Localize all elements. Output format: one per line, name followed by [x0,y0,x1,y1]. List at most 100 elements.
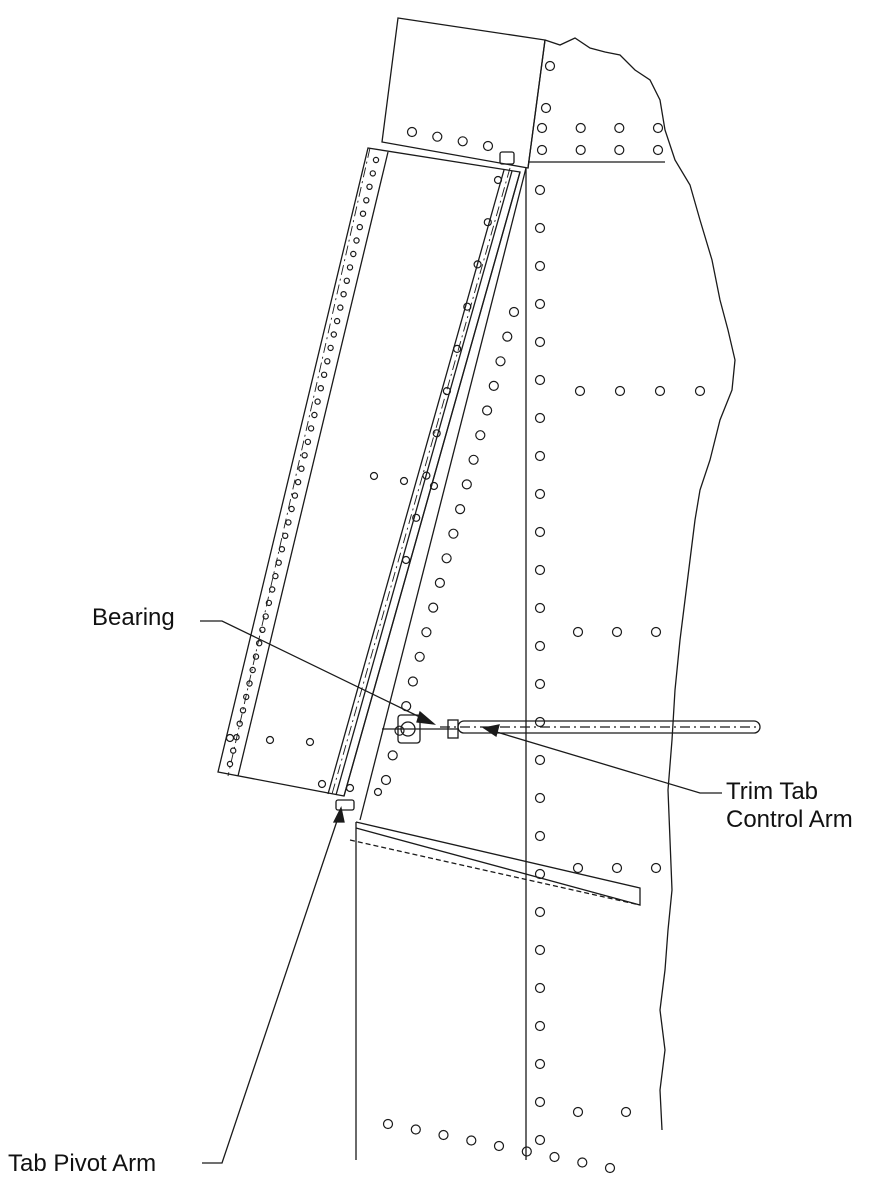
rivet-hole [272,572,279,580]
rivet-hole [320,371,328,378]
rivet-hole [575,144,586,156]
tab-pivot-arm-label: Tab Pivot Arm [8,1150,157,1177]
rivet-hole [432,131,443,142]
rivet-hole [466,1135,477,1146]
leader-trim-arm [489,729,722,794]
rivet-hole [356,223,363,231]
rivet-hole [366,183,373,190]
arrowhead-bearing [416,710,437,725]
trim-tab-control-arm-label: Trim Tab Control Arm [726,778,853,834]
rivet-hole [438,1129,449,1141]
rivet-hole [488,380,499,391]
rivet-hole [534,336,546,348]
rivet-hole [534,830,546,842]
trim-tab-label-line2: Control Arm [726,806,853,833]
rivet-hole [572,862,584,874]
rivet-hole [457,136,468,147]
rivet-hole [604,1162,616,1174]
rivet-hole [429,481,439,491]
rivet-hole [317,779,327,789]
rivet-hole [265,599,273,607]
rivet-hole [239,707,247,714]
rivet-hole [369,471,379,481]
rivet-hole [382,1118,394,1130]
rivet-hole [304,438,312,446]
rivet-hole [225,733,235,743]
rivet-hole [242,693,250,701]
rivet-hole [534,184,546,196]
rivet-hole [226,760,234,768]
rivet-hole [414,651,425,662]
rivet-hole [288,505,295,513]
rivet-hole [614,385,626,397]
rivet-hole [350,250,357,258]
rivet-hole [455,504,466,515]
elevator-structure [217,17,761,1160]
rivet-hole [534,868,546,880]
rivet-hole [483,218,492,227]
rivet-hole [441,553,452,564]
rivet-hole [246,680,253,687]
rivet-hole [406,126,418,138]
rivet-hole [577,1157,588,1168]
rivet-hole [508,306,520,318]
rivet-hole [394,725,405,736]
rivet-hole [269,586,276,593]
rivet-hole [442,387,451,396]
rivet-hole [536,144,548,156]
rivet-hole [249,666,256,674]
rivet-hole [575,122,586,134]
rivet-hole [534,488,546,500]
rivet-hole [482,140,494,152]
rivet-hole [482,405,493,416]
leader-pivot [202,811,341,1164]
rivet-hole [346,264,354,271]
rivet-hole [534,412,546,424]
rivet-hole [407,676,418,687]
rivet-hole [461,479,472,490]
rivet-hole [534,602,546,614]
rivet-hole [493,1140,505,1152]
bottom-trailing-edge [355,821,641,906]
rivet-hole [236,720,243,727]
rivet-hole [432,429,441,438]
rivet-hole [353,237,360,244]
rivet-hole [256,640,263,647]
rivet-hole [421,627,432,638]
bearing-label: Bearing [92,604,175,631]
rivet-hole [654,385,666,397]
hinge-line [343,171,521,797]
rivet-hole [410,1124,421,1135]
rivet-hole [373,787,383,797]
rivet-hole [307,425,315,432]
rivet-hole [340,291,347,298]
rivet-hole [380,774,392,786]
rivet-hole [448,528,459,539]
rivet-hole [262,613,269,620]
rivet-hole [534,260,546,272]
rivet-hole [317,385,324,392]
arrowhead-pivot [332,806,345,823]
rivet-hole [412,513,421,522]
rivet-hole [652,122,664,134]
rivet-hole [372,156,380,164]
cut-edge [544,37,736,1131]
rivet-hole [468,454,479,465]
rivet-hole [324,358,331,365]
trim-tab [217,147,521,797]
rivet-hole [534,1020,546,1032]
rivet-hole [305,737,315,747]
rivet-hole [650,626,662,638]
rivet-hole [475,430,486,441]
rivet-hole [294,478,302,486]
rivet-hole [534,716,546,728]
rivet-hole [534,374,546,386]
rivet-hole [434,577,445,589]
rivet-hole [549,1151,560,1163]
rivet-hole [330,331,337,338]
rivet-hole [521,1146,532,1157]
rivet-hole [259,626,266,634]
rivet-hole [333,317,341,325]
rivet-hole [387,750,398,761]
